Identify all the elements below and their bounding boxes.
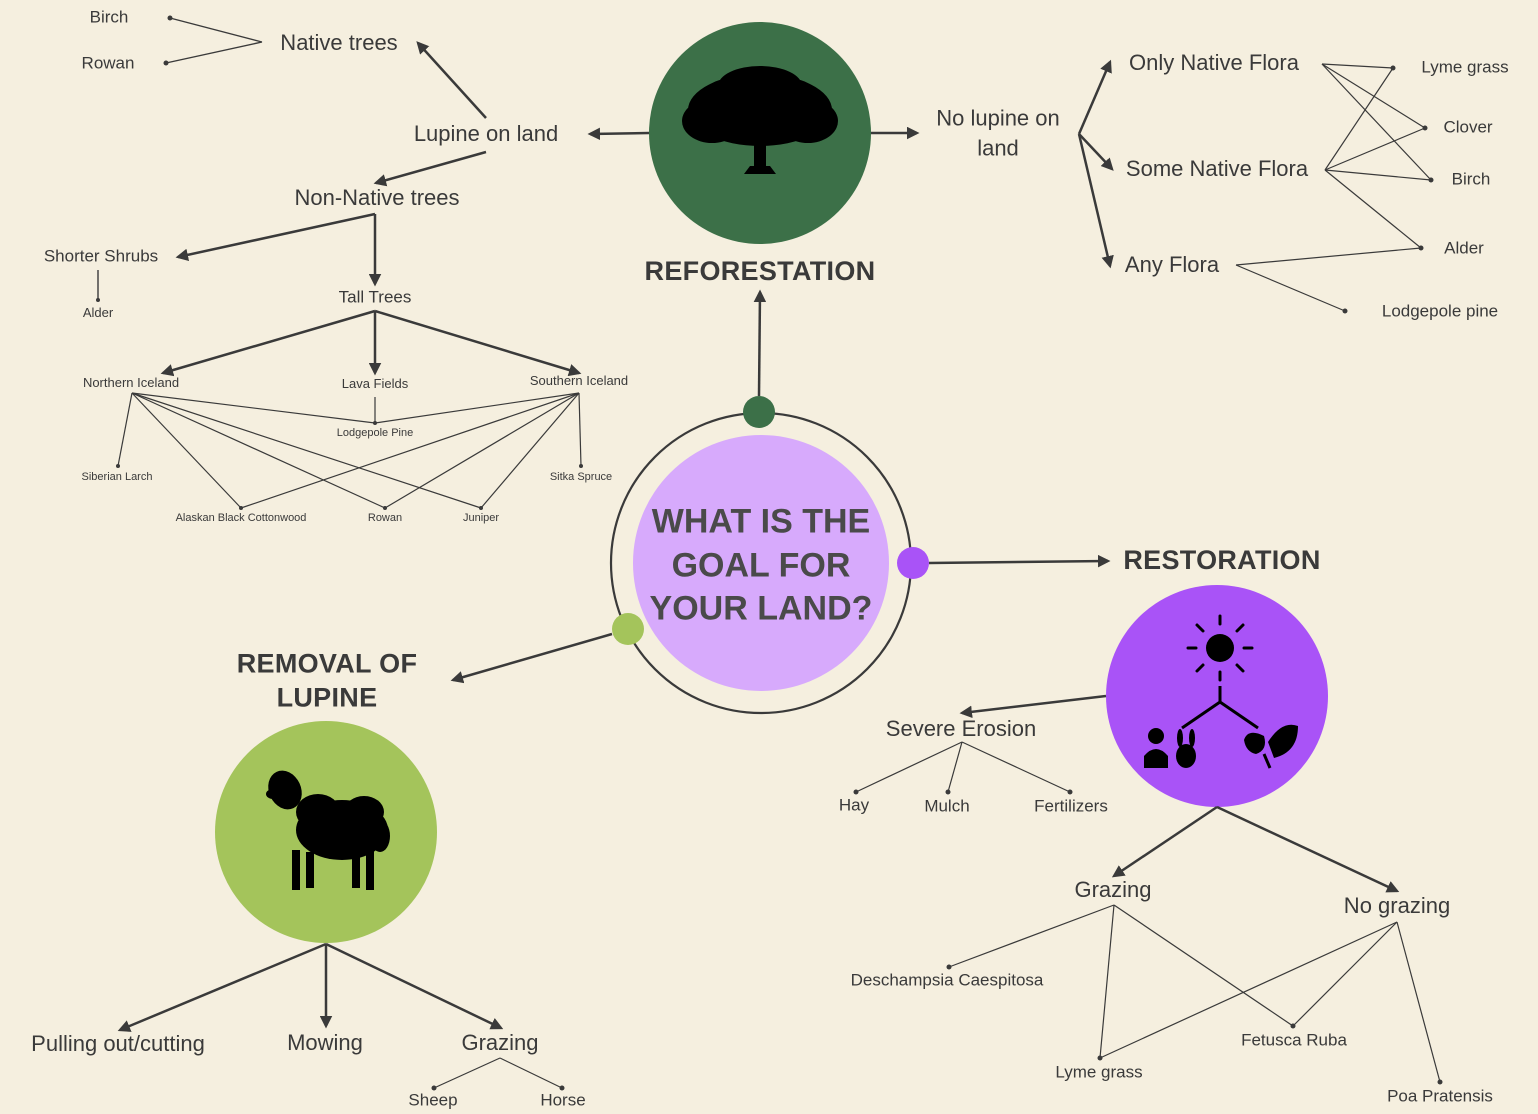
- leaf-juniper: Juniper: [462, 511, 500, 524]
- restoration-node: [1106, 585, 1328, 807]
- sheep-icon: [266, 770, 390, 890]
- leaf-poa-pratensis: Poa Pratensis: [1387, 1086, 1493, 1106]
- leaf-alder-2: Alder: [1444, 238, 1484, 258]
- center-node: [609, 396, 929, 715]
- leaf-fetusca-ruba: Fetusca Ruba: [1241, 1030, 1347, 1050]
- removal-node: [215, 721, 437, 943]
- node-native-trees: Native trees: [280, 29, 398, 55]
- node-shorter-shrubs: Shorter Shrubs: [43, 246, 159, 266]
- node-no-grazing: No grazing: [1343, 892, 1451, 918]
- node-mowing: Mowing: [287, 1029, 363, 1055]
- node-grazing-restoration: Grazing: [1074, 876, 1152, 902]
- leaf-rowan-2: Rowan: [367, 511, 403, 524]
- restoration-connector-dot: [897, 547, 929, 579]
- leaf-horse: Horse: [540, 1090, 586, 1110]
- node-southern-iceland: Southern Iceland: [529, 372, 629, 388]
- node-severe-erosion: Severe Erosion: [885, 715, 1037, 741]
- leaf-alaskan-black-cottonwood: Alaskan Black Cottonwood: [175, 511, 307, 524]
- leaf-rowan: Rowan: [81, 53, 135, 73]
- node-lupine-on-land: Lupine on land: [413, 120, 559, 146]
- node-grazing-removal: Grazing: [461, 1029, 539, 1055]
- node-only-native-flora: Only Native Flora: [1129, 49, 1299, 75]
- leaf-birch: Birch: [89, 7, 129, 27]
- node-any-flora: Any Flora: [1124, 251, 1220, 277]
- reforestation-node: [649, 22, 871, 244]
- heading-reforestation: REFORESTATION: [644, 256, 876, 287]
- leaf-lyme-grass-restoration: Lyme grass: [1055, 1062, 1143, 1082]
- leaf-hay: Hay: [838, 795, 870, 815]
- reforestation-left-connectors: [96, 15, 650, 510]
- leaf-sitka-spruce: Sitka Spruce: [549, 470, 613, 483]
- reforestation-right-connectors: [871, 59, 1434, 314]
- sun-ecosystem-icon: [1144, 614, 1298, 769]
- leaf-alder: Alder: [82, 304, 114, 320]
- leaf-mulch: Mulch: [924, 796, 970, 816]
- restoration-connectors: [853, 694, 1443, 1085]
- tree-icon: [682, 66, 838, 174]
- leaf-deschampsia-caespitosa: Deschampsia Caespitosa: [850, 970, 1044, 990]
- node-some-native-flora: Some Native Flora: [1125, 155, 1309, 181]
- node-lava-fields: Lava Fields: [341, 375, 409, 391]
- node-non-native-trees: Non-Native trees: [294, 184, 460, 210]
- leaf-siberian-larch: Siberian Larch: [81, 470, 153, 483]
- reforestation-connector-dot: [743, 396, 775, 428]
- node-tall-trees: Tall Trees: [338, 287, 412, 307]
- heading-restoration: RESTORATION: [1123, 545, 1321, 576]
- node-no-lupine-on-land: No lupine on land: [936, 105, 1060, 160]
- center-question: WHAT IS THE GOAL FOR YOUR LAND?: [649, 502, 873, 628]
- leaf-sheep: Sheep: [408, 1090, 458, 1110]
- leaf-birch-2: Birch: [1451, 169, 1491, 189]
- removal-connector-dot: [612, 613, 644, 645]
- leaf-clover: Clover: [1443, 117, 1493, 137]
- removal-connectors: [117, 942, 565, 1091]
- leaf-fertilizers: Fertilizers: [1034, 796, 1108, 816]
- main-branch-arrows: [450, 289, 1111, 684]
- leaf-lodgepole-pine: Lodgepole Pine: [336, 426, 414, 439]
- leaf-lyme-grass: Lyme grass: [1421, 57, 1509, 77]
- leaf-lodgepole-pine-2: Lodgepole pine: [1381, 301, 1499, 321]
- node-northern-iceland: Northern Iceland: [82, 374, 180, 390]
- node-pulling-out-cutting: Pulling out/cutting: [31, 1030, 205, 1056]
- heading-removal-of-lupine: REMOVAL OF LUPINE: [236, 648, 418, 712]
